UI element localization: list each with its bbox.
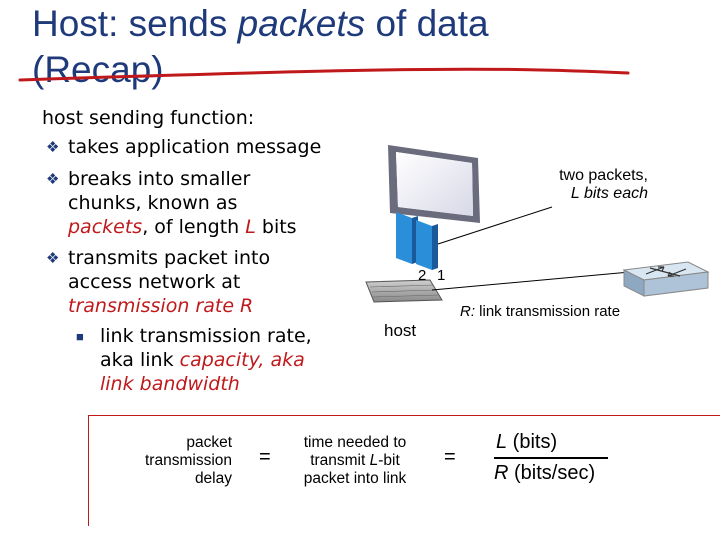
- host-computer-icon: [365, 145, 480, 303]
- title-text-a: Host: sends: [32, 3, 238, 44]
- diamond-bullet-icon: ❖: [46, 171, 60, 188]
- bullet-3-line1: transmits packet into: [68, 247, 271, 269]
- square-bullet-icon: ■: [76, 329, 84, 344]
- packets-label-line2: L bits each: [570, 185, 648, 202]
- capacity-term: capacity, aka: [179, 349, 305, 371]
- packets-label: two packets, L bits each: [546, 167, 648, 203]
- link-switch-icon: [622, 261, 710, 297]
- bullet-3-line2: access network at: [68, 271, 241, 293]
- eq-left-line1: packet: [186, 434, 232, 451]
- L-symbol: L: [369, 452, 379, 469]
- equals-sign-1: =: [259, 446, 271, 468]
- eq-mid-line3: packet into link: [303, 470, 407, 487]
- diamond-bullet-icon: ❖: [46, 139, 60, 156]
- rate-text: link transmission rate: [475, 303, 621, 320]
- diamond-bullet-icon: ❖: [46, 250, 60, 267]
- bullet-3-line3: transmission rate R: [68, 295, 254, 317]
- eq-mid-line2: transmit L-bit: [285, 452, 425, 470]
- text: bits: [255, 216, 297, 238]
- text: transmit: [310, 452, 370, 469]
- host-label: host: [384, 321, 417, 340]
- packets-term: packets: [68, 216, 143, 238]
- equation-box: [88, 415, 720, 526]
- text: (bits/sec): [508, 462, 596, 484]
- slide-title-line2: (Recap): [32, 49, 164, 90]
- sub-bullet-line1: link transmission rate,: [100, 325, 312, 347]
- eq-left-line2: transmission: [145, 452, 232, 469]
- L-term: L: [245, 216, 256, 238]
- bullet-2-line2: chunks, known as: [68, 192, 238, 214]
- packet-number-2: 2: [418, 267, 427, 284]
- eq-left-line3: delay: [194, 470, 232, 487]
- text: , of length: [142, 216, 246, 238]
- text: aka link: [100, 349, 180, 371]
- rate-symbol: R:: [460, 303, 475, 320]
- bullet-2-line3: packets, of length L bits: [68, 215, 297, 240]
- link-rate-label: R: link transmission rate: [460, 303, 620, 320]
- equation-middle: time needed to transmit L-bit packet int…: [285, 434, 425, 488]
- packet-number-1: 1: [437, 267, 446, 284]
- bullet-2-line1: breaks into smaller: [68, 168, 251, 190]
- slide-title-line1: Host: sends packets of data: [32, 4, 489, 44]
- equation-left: packet transmission delay: [110, 434, 232, 488]
- title-text-c: of data: [365, 3, 489, 44]
- title-text-b: packets: [237, 3, 366, 44]
- fraction-numerator: L (bits): [496, 431, 557, 454]
- equals-sign-2: =: [444, 446, 456, 468]
- sub-bullet-line2: aka link capacity, aka: [100, 348, 305, 373]
- bullet-1: takes application message: [68, 136, 322, 158]
- fraction-denominator: R (bits/sec): [494, 462, 595, 485]
- text: -bit: [378, 452, 400, 469]
- bullet-intro: host sending function:: [42, 107, 255, 129]
- L-symbol: L: [496, 431, 508, 453]
- packets-icon: [396, 212, 438, 270]
- sub-bullet-line3: link bandwidth: [100, 373, 240, 395]
- text: (bits): [507, 431, 558, 453]
- eq-mid-line1: time needed to: [303, 434, 407, 451]
- packets-label-line1: two packets,: [559, 167, 648, 184]
- fraction-bar: [494, 457, 608, 459]
- R-symbol: R: [494, 462, 509, 484]
